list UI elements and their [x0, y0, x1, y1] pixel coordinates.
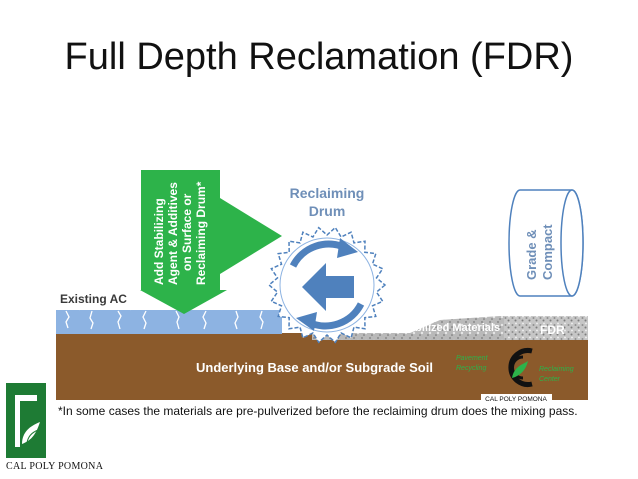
stabilizer-line-3: on Surface or [180, 193, 194, 271]
fdr-label: FDR [540, 323, 565, 337]
prc-bottom-label: CAL POLY POMONA [485, 396, 547, 403]
compactor-roller-icon [508, 189, 584, 297]
drum-label-line-1: Reclaiming [290, 185, 365, 201]
existing-ac-label: Existing AC [60, 292, 127, 306]
ac-cracks [65, 310, 264, 330]
stabilizer-line-2: Agent & Additives [166, 182, 180, 285]
surface-cracks [77, 305, 133, 311]
prc-right-line-1: Reclaiming [539, 366, 574, 373]
prc-left-line-2: Recycling [456, 365, 486, 372]
drum-label-line-2: Drum [309, 203, 346, 219]
stabilized-materials-label: Stabilized Materials [398, 322, 500, 334]
stabilizer-line-4: Reclaiming Drum* [194, 181, 208, 285]
footnote: *In some cases the materials are pre-pul… [58, 404, 578, 418]
subgrade-layer [56, 333, 588, 400]
prc-leaf-icon [512, 361, 528, 378]
existing-ac-layer [56, 310, 282, 334]
stabilizer-text: Add Stabilizing Agent & Additives on Sur… [152, 181, 208, 285]
grade-text: Grade & Compact [524, 224, 555, 280]
drum-rotation-bottom-head [296, 312, 317, 331]
cal-poly-logo-icon [6, 383, 46, 458]
stabilizer-line-1: Add Stabilizing [152, 198, 166, 285]
slide-title: Full Depth Reclamation (FDR) [64, 36, 574, 78]
logo-text: CAL POLY POMONA [6, 461, 104, 472]
subgrade-label: Underlying Base and/or Subgrade Soil [196, 360, 433, 375]
drum-direction-arrow [302, 263, 354, 311]
grade-line-1: Grade & [524, 229, 539, 280]
prc-logo: CAL POLY POMONA Pavement Recycling Recla… [456, 348, 574, 403]
drum-rotation-top-head [337, 238, 358, 258]
grade-line-2: Compact [540, 224, 555, 280]
stabilizer-arrow [140, 170, 282, 314]
fdr-layer [504, 316, 588, 340]
prc-right-line-2: Center [539, 376, 561, 383]
prc-left-line-1: Pavement [456, 355, 489, 362]
